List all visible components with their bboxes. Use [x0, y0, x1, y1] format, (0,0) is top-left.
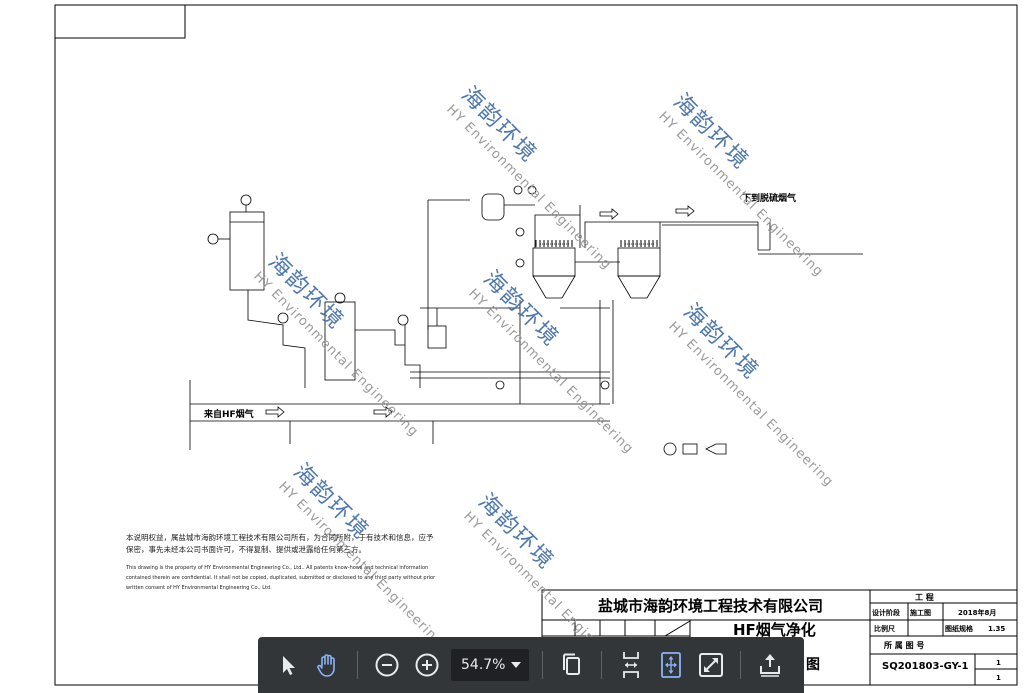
fit-page-button[interactable] [613, 647, 649, 683]
project-title: HF烟气净化 [733, 621, 816, 639]
project-label: 工 程 [915, 592, 934, 602]
zoom-level-select[interactable]: 54.7% [451, 649, 529, 681]
sheet-number: 1 [996, 659, 1001, 667]
zoom-in-icon [415, 653, 439, 677]
select-tool-button[interactable] [270, 647, 306, 683]
date-value: 2018年8月 [958, 608, 996, 617]
fullscreen-icon [699, 653, 723, 677]
share-button[interactable] [752, 647, 788, 683]
fit-width-icon [661, 652, 681, 678]
scale-label: 比例尺 [874, 624, 895, 633]
zoom-level-value: 54.7% [461, 657, 506, 673]
pdf-toolbar: 54.7% [258, 637, 804, 693]
hand-icon [317, 654, 335, 677]
toolbar-divider [601, 651, 602, 679]
copy-pages-icon [563, 653, 580, 675]
chevron-down-icon [511, 662, 521, 668]
hand-tool-button[interactable] [310, 647, 346, 683]
outlet-gas-label: 下到脱硫烟气 [742, 192, 796, 204]
inlet-gas-label: 来自HF烟气 [203, 408, 254, 420]
confidentiality-notice-en: This drawing is the property of HY Envir… [126, 565, 436, 591]
copy-pages-button[interactable] [554, 647, 590, 683]
zoom-in-button[interactable] [409, 647, 445, 683]
drawing-number: SQ201803-GY-1 [882, 661, 969, 672]
pointer-icon [283, 656, 295, 675]
drawing-name-suffix: 图 [806, 657, 820, 673]
zoom-out-button[interactable] [369, 647, 405, 683]
fit-page-icon [623, 652, 639, 678]
spec-value: 1.35 [988, 625, 1005, 633]
spec-label: 图纸规格 [945, 624, 974, 633]
fit-width-button[interactable] [653, 647, 689, 683]
stage-label: 设计阶段 [872, 608, 900, 617]
toolbar-divider [357, 651, 358, 679]
stage-value: 施工图 [910, 608, 931, 617]
toolbar-divider [542, 651, 543, 679]
toolbar-divider [740, 651, 741, 679]
confidentiality-notice-cn: 本说明权益，属盐城市海韵环境工程技术有限公司所有，为合同所附，于有技术和信息，应… [126, 533, 434, 554]
share-icon [760, 654, 780, 677]
fullscreen-button[interactable] [693, 647, 729, 683]
company-name: 盐城市海韵环境工程技术有限公司 [598, 597, 823, 615]
zoom-out-icon [375, 653, 399, 677]
belong-label: 所 属 图 号 [883, 640, 924, 650]
sheet-total: 1 [996, 674, 1001, 682]
